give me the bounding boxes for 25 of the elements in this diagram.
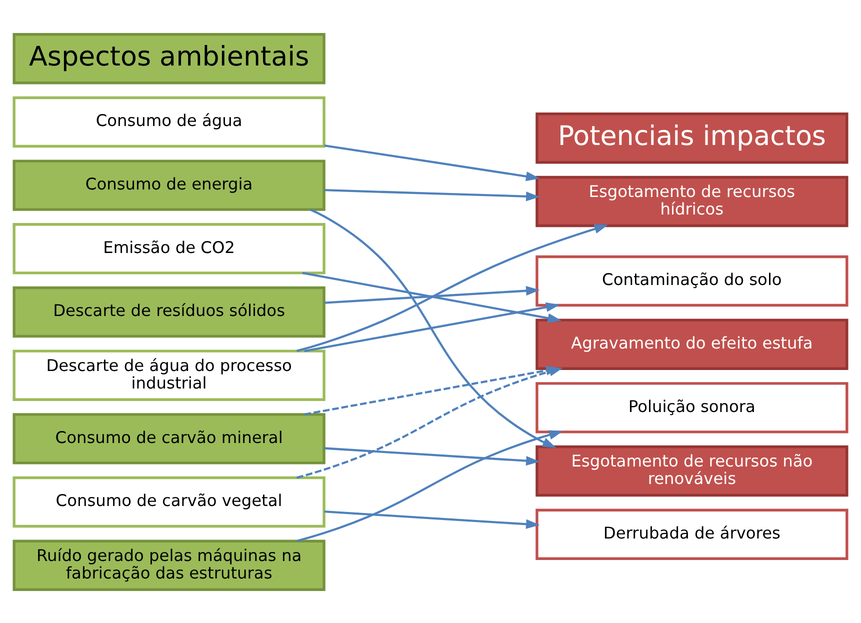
arrow (296, 430, 563, 542)
node-box: Consumo de carvão vegetal (12, 476, 326, 528)
arrow (324, 510, 540, 528)
node-box: Poluição sonora (536, 382, 848, 433)
node-box: Consumo de energia (12, 159, 326, 210)
node-box: Aspectos ambientais (12, 32, 326, 84)
node-box: Descarte de água do processo industrial (12, 349, 326, 400)
node-box: Agravamento do efeito estufa (536, 318, 848, 370)
node-box: Ruído gerado pelas máquinas na fabricação das estruturas (12, 539, 326, 590)
node-box: Esgotamento de recursos não renováveis (536, 444, 848, 496)
arrow (324, 286, 540, 304)
arrow (324, 188, 540, 201)
arrow (296, 224, 608, 352)
arrow (310, 208, 556, 448)
arrow (324, 446, 540, 466)
arrow (304, 302, 560, 352)
node-box: Emissão de CO2 (12, 222, 326, 274)
node-box: Derrubada de árvores (536, 508, 848, 560)
node-box: Contaminação do solo (536, 254, 848, 306)
node-box: Esgotamento de recursos hídricos (536, 175, 848, 227)
node-box: Consumo de carvão mineral (12, 412, 326, 464)
node-box: Potenciais impactos (536, 112, 848, 164)
node-box: Consumo de água (12, 96, 326, 148)
arrow (324, 144, 540, 181)
node-box: Descarte de resíduos sólidos (12, 286, 326, 338)
